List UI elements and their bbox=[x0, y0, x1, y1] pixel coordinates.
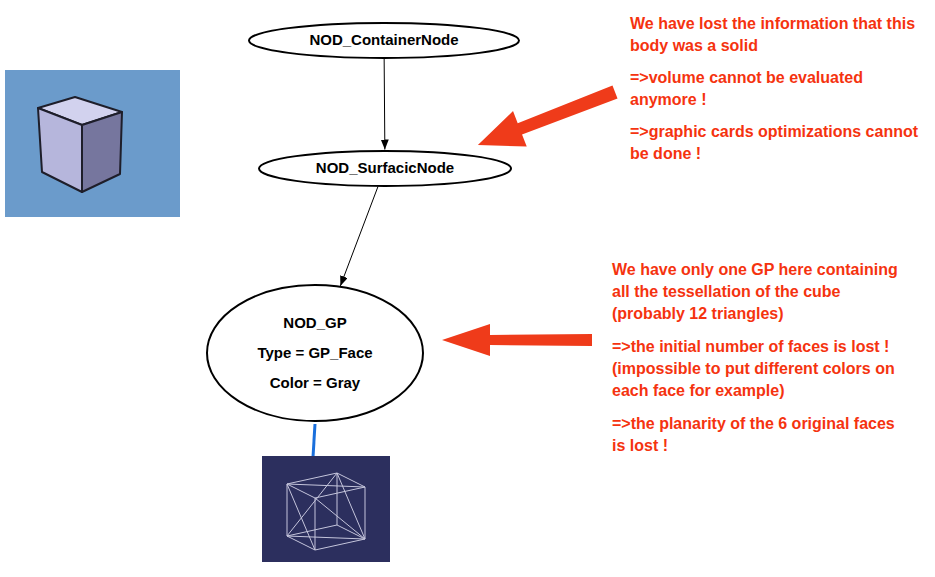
solid-cube-picture bbox=[5, 70, 180, 217]
note-text: =>graphic cards optimizations cannot be … bbox=[630, 121, 930, 165]
surfacic-node: NOD_SurfacicNode bbox=[258, 150, 512, 187]
note-text: =>the planarity of the 6 original faces … bbox=[612, 413, 912, 457]
gp-node: NOD_GP Type = GP_FaceColor = Gray bbox=[206, 284, 424, 422]
tessellation-link bbox=[313, 424, 315, 457]
node-text: NOD_ContainerNode bbox=[309, 31, 458, 49]
connector-arrow bbox=[340, 186, 378, 285]
container-node: NOD_ContainerNode bbox=[248, 22, 520, 59]
note-text: We have only one GP here containing all … bbox=[612, 259, 912, 325]
note-text: (impossible to put different colors on e… bbox=[612, 358, 912, 402]
node-text: Type = GP_Face bbox=[257, 344, 372, 362]
node-text: Color = Gray bbox=[270, 374, 360, 392]
note-group: We have lost the information that this b… bbox=[630, 13, 930, 165]
callout-arrow bbox=[442, 324, 592, 356]
note-text: =>volume cannot be evaluated anymore ! bbox=[630, 67, 930, 111]
node-text: NOD_SurfacicNode bbox=[316, 159, 454, 177]
connector-arrow bbox=[384, 58, 386, 149]
callout-arrow bbox=[471, 74, 622, 162]
tessellation-picture bbox=[262, 456, 390, 562]
note-text: =>the initial number of faces is lost ! bbox=[612, 336, 930, 358]
note-text: We have lost the information that this b… bbox=[630, 13, 930, 57]
node-text: NOD_GP bbox=[283, 314, 346, 332]
note-group: We have only one GP here containing all … bbox=[612, 259, 930, 457]
